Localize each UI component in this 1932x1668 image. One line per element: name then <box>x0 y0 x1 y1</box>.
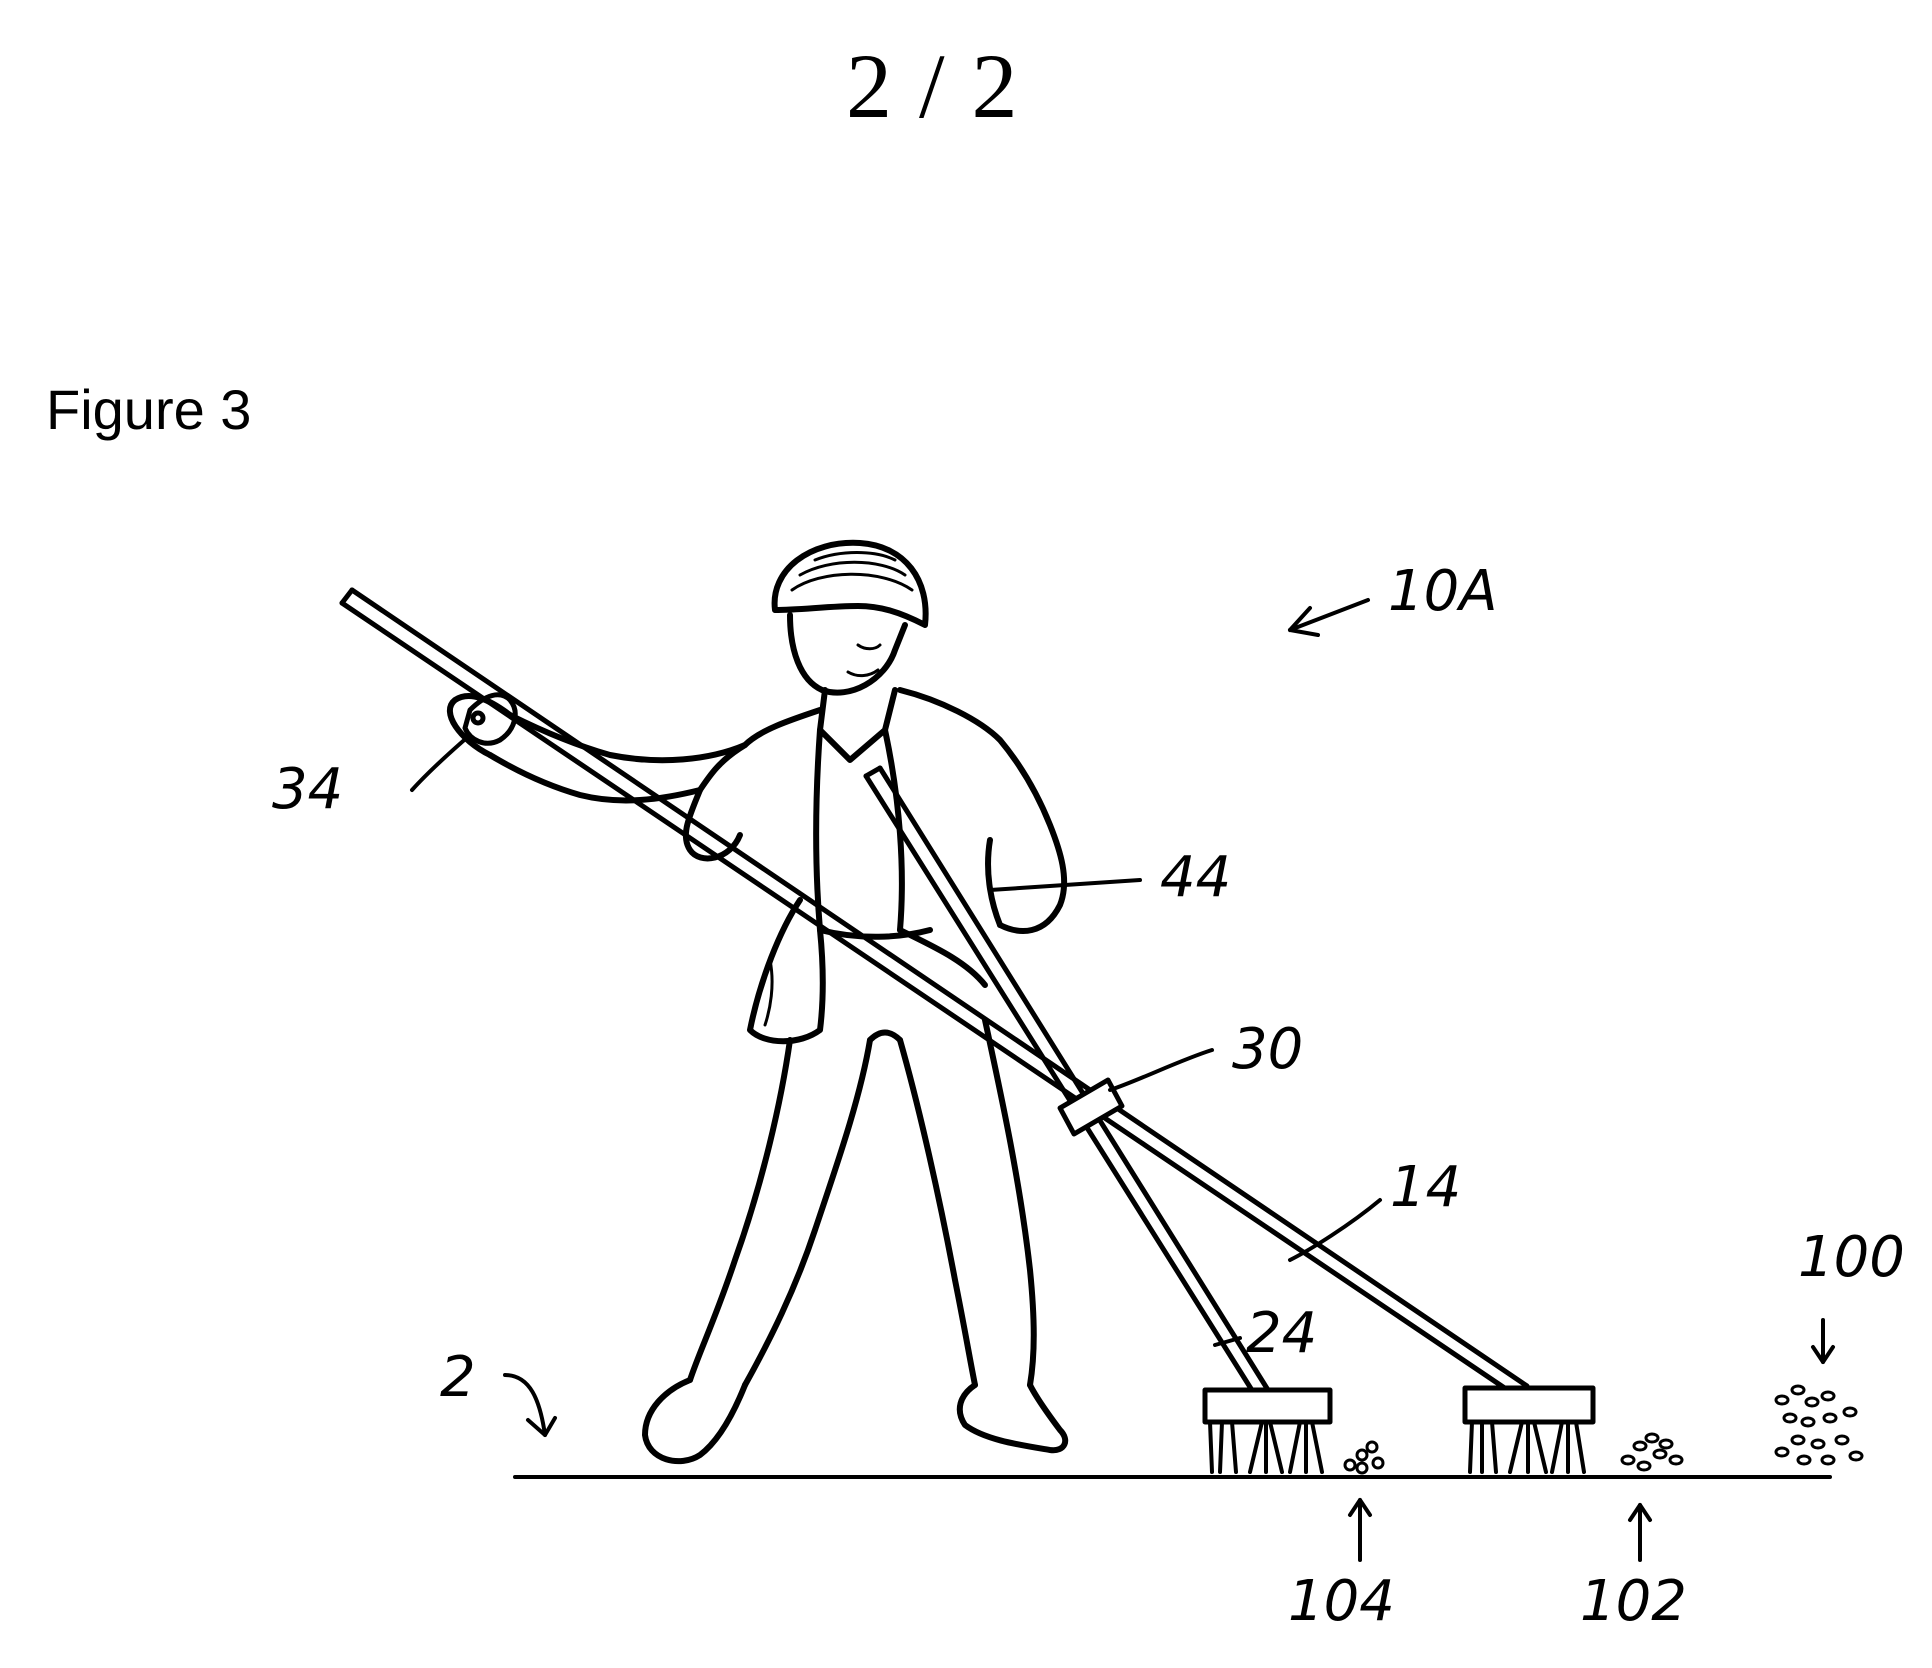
label-rear-pole: 44 <box>1160 845 1231 910</box>
debris-mid <box>1620 1432 1684 1472</box>
rear-brush <box>1462 1385 1596 1474</box>
label-debris-near: 104 <box>1288 1569 1395 1634</box>
handle-grip <box>462 692 518 746</box>
front-brush <box>1202 1387 1333 1474</box>
label-debris-mid: 102 <box>1580 1569 1687 1634</box>
person-figure <box>447 539 1069 1465</box>
figure-title: Figure 3 <box>46 378 252 441</box>
label-apparatus: 10A <box>1388 559 1498 624</box>
label-handle: 34 <box>272 757 343 822</box>
label-ground: 2 <box>440 1345 476 1410</box>
debris-near <box>1343 1440 1385 1475</box>
clamp <box>1057 1077 1125 1137</box>
sheet-number: 2 / 2 <box>846 35 1020 137</box>
label-front-pole: 24 <box>1246 1301 1317 1366</box>
label-clamp: 30 <box>1232 1017 1303 1082</box>
main-pole <box>339 587 1530 1398</box>
label-debris-far: 100 <box>1798 1225 1905 1290</box>
leader-lines <box>410 598 1835 1562</box>
rear-pole <box>863 765 1271 1398</box>
label-main-pole: 14 <box>1390 1155 1461 1220</box>
debris-far <box>1774 1384 1864 1466</box>
